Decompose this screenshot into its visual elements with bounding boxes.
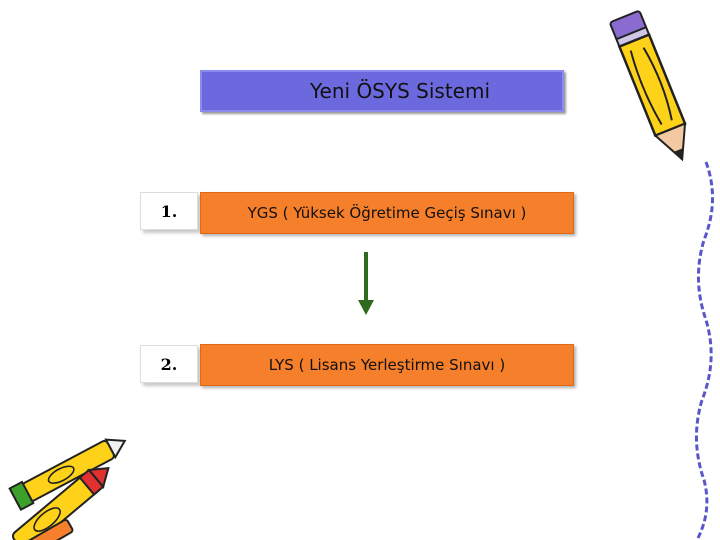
step-box-2: LYS ( Lisans Yerleştirme Sınavı ) <box>200 344 574 386</box>
step-label-1: YGS ( Yüksek Öğretime Geçiş Sınavı ) <box>247 204 527 222</box>
step-label-2: LYS ( Lisans Yerleştirme Sınavı ) <box>268 356 506 374</box>
down-arrow-icon <box>358 252 374 315</box>
step-number-1: 1. <box>140 192 198 230</box>
crayons-clipart-icon <box>8 438 127 540</box>
pencil-clipart-icon <box>609 10 687 162</box>
step-number-2: 2. <box>140 345 198 383</box>
step-box-1: YGS ( Yüksek Öğretime Geçiş Sınavı ) <box>200 192 574 234</box>
page-title: Yeni ÖSYS Sistemi <box>309 79 491 103</box>
title-box: Yeni ÖSYS Sistemi <box>200 70 564 112</box>
page-curl-edge <box>695 161 714 539</box>
